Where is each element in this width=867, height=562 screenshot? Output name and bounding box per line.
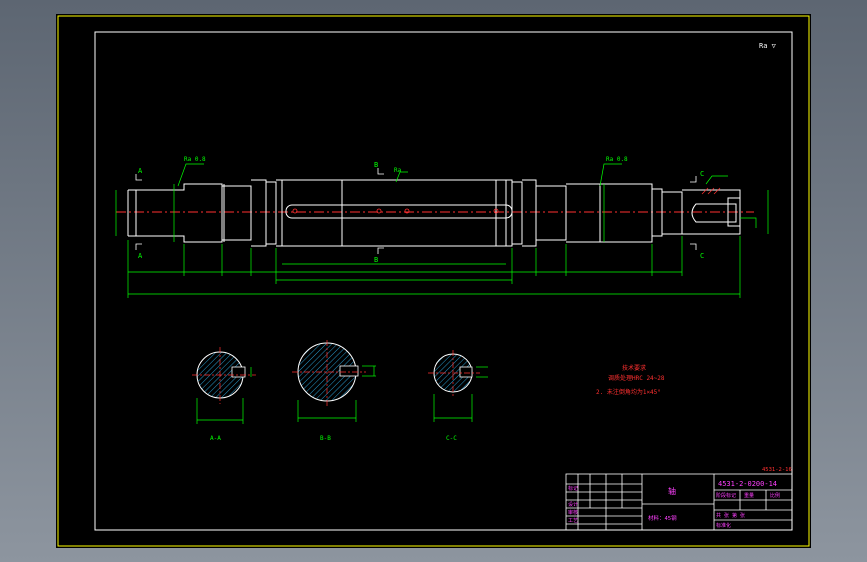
- roughness-callout-right: Ra 0.8: [606, 156, 628, 163]
- header-stage: 阶段标记: [716, 492, 736, 499]
- shaft-end-hatch: [701, 187, 721, 195]
- section-mark-b-top: B: [374, 161, 378, 169]
- section-mark-c-bottom: C: [700, 252, 704, 260]
- sheet-count: 共 张 第 张: [716, 512, 745, 519]
- material: 材料：45钢: [648, 514, 677, 522]
- roughness-callout-middle: Ra: [394, 167, 402, 174]
- header-weight: 重量: [744, 492, 754, 499]
- row-design: 设计: [568, 501, 578, 508]
- inner-frame: [94, 31, 793, 531]
- tech-notes-line-2: 调质处理HRC 24~28: [608, 374, 665, 382]
- row-review: 审核: [568, 509, 578, 516]
- keyway-slot: [285, 204, 513, 219]
- shaft-section-middle: [276, 179, 513, 247]
- title-block: [565, 473, 793, 531]
- section-mark-c-top: C: [700, 170, 704, 178]
- roughness-mark: Ra ▽: [759, 42, 777, 50]
- header-scale: 比例: [770, 492, 780, 499]
- section-label-c-c: C-C: [446, 435, 457, 442]
- part-name: 轴: [668, 486, 676, 496]
- shaft-section-left: [128, 183, 223, 243]
- section-label-a-a: A-A: [210, 435, 221, 442]
- section-mark-a-top: A: [138, 167, 143, 175]
- section-mark-b-bottom: B: [374, 256, 378, 264]
- row-process: 工艺: [568, 518, 578, 524]
- drawing-number: 4531-2-0200-14: [718, 480, 777, 488]
- standardization: 标准化: [716, 522, 731, 529]
- tech-notes-line-3: 2. 未注倒角均为1×45°: [596, 388, 661, 396]
- section-mark-a-bottom: A: [138, 252, 143, 260]
- row-mark: 标记: [568, 485, 578, 492]
- roughness-leaders: [177, 163, 622, 187]
- shaft-section-right: [566, 183, 653, 243]
- drawing-sheet: Ra ▽: [56, 14, 811, 548]
- shaft-main-view: [116, 179, 754, 247]
- keyway-marks: [292, 208, 499, 214]
- cad-drawing: Ra ▽: [57, 15, 810, 547]
- section-label-b-b: B-B: [320, 435, 331, 442]
- dimension-lines: [115, 175, 769, 298]
- section-a-a: [192, 347, 256, 424]
- roughness-callout-left: Ra 0.8: [184, 156, 206, 163]
- cutting-plane-lines: [135, 168, 697, 254]
- tech-notes-heading: 技术要求: [622, 364, 646, 372]
- section-c-c: [428, 350, 488, 422]
- outer-frame: [57, 15, 810, 547]
- ref-code: 4531-2-16: [762, 467, 792, 473]
- section-b-b: [292, 340, 376, 422]
